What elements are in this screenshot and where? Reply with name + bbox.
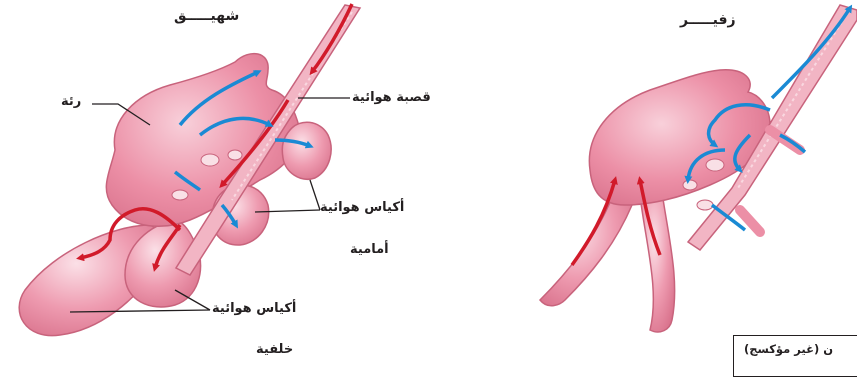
inhale-diagram (19, 4, 360, 336)
posterior-air-sacs-label: أكياس هوائية (212, 301, 296, 316)
lung-label: رئة (61, 94, 81, 109)
posterior-airway (540, 190, 632, 306)
posterior-air-sacs-label-line2: خلفية (256, 342, 293, 357)
diagram-canvas (0, 0, 857, 368)
exhale-title: زفيـــــر (680, 12, 736, 28)
anterior-air-sacs-label: أكياس هوائية (320, 200, 404, 215)
exhale-diagram (540, 5, 857, 332)
bird-respiration-diagram: شهيـــــق زفيـــــر رئة قصبة هوائية أكيا… (0, 0, 857, 368)
legend-deoxygenated-label: ن (غير مؤكسج) (744, 342, 833, 356)
trachea-label: قصبة هوائية (352, 90, 431, 105)
anterior-air-sacs-label-line2: أمامية (350, 242, 389, 257)
posterior-airway (640, 192, 675, 332)
anterior-air-sac-upper (282, 122, 331, 179)
inhale-title: شهيـــــق (174, 8, 239, 24)
